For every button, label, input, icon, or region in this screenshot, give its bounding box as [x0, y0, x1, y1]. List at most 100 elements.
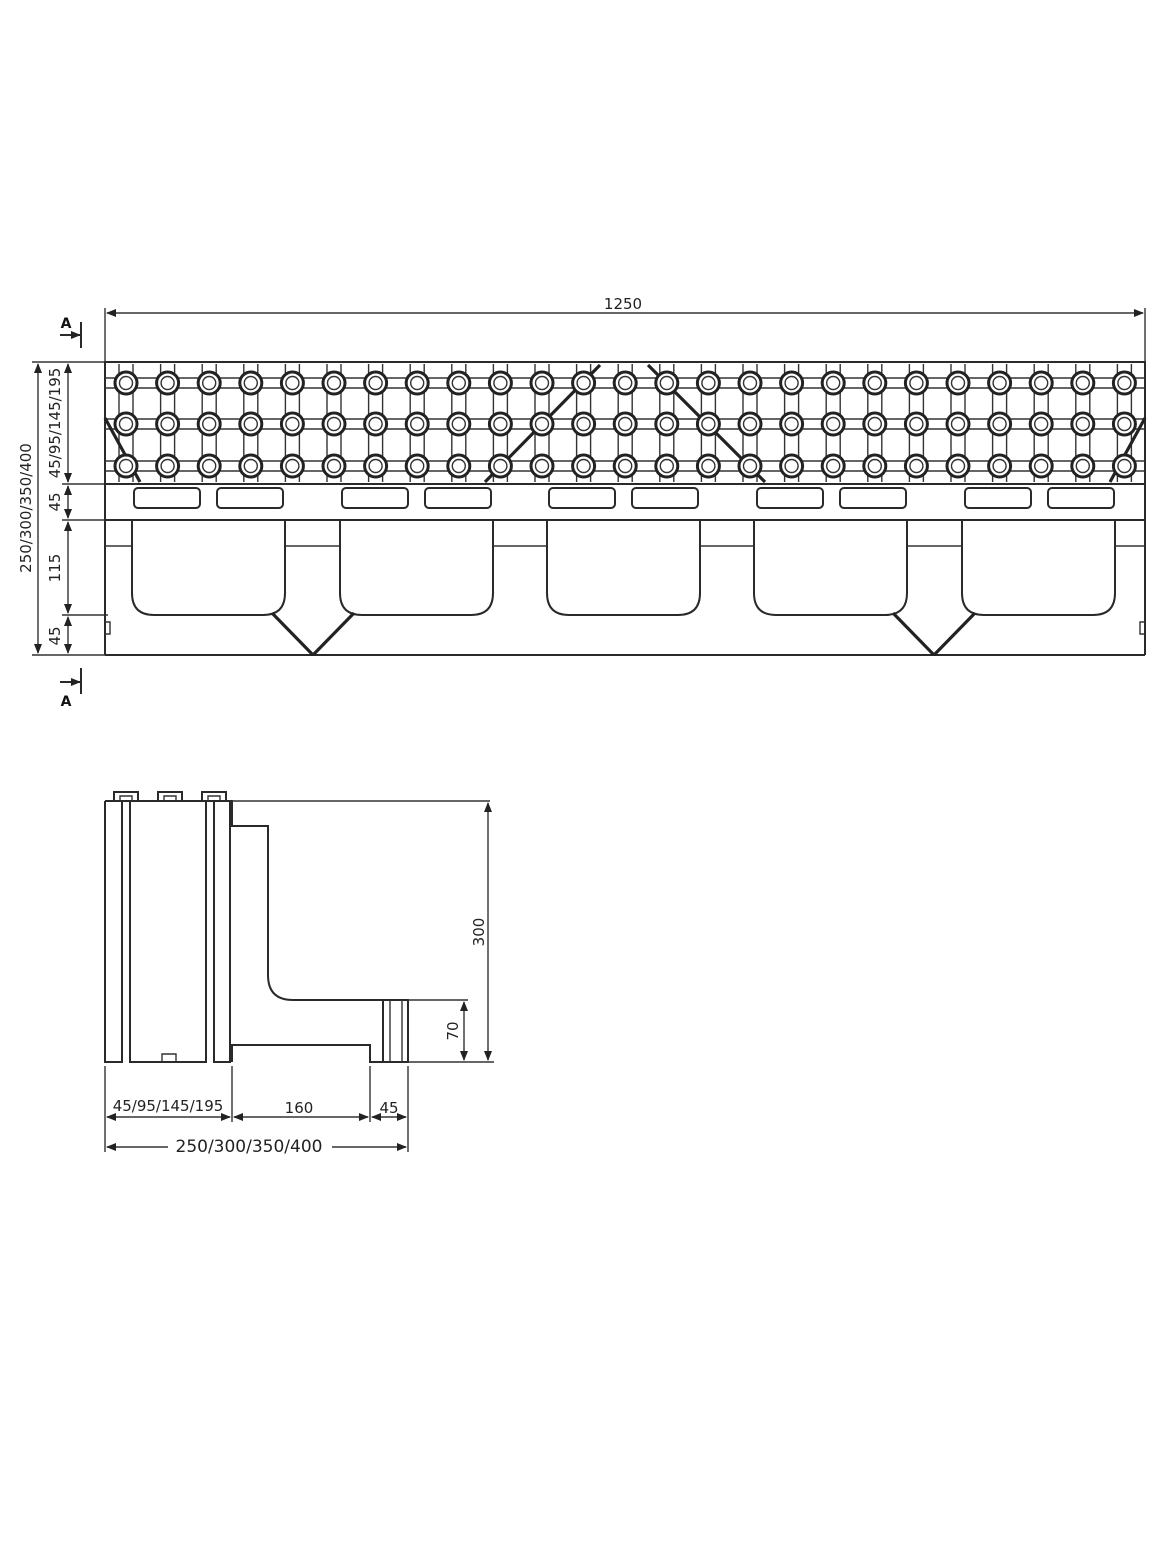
channel-pockets	[131, 520, 1116, 616]
grating-ring-hole	[1033, 375, 1049, 391]
grating-ring-hole	[618, 458, 633, 474]
grating-ring-hole	[368, 375, 383, 391]
grating-ring-hole	[659, 375, 674, 391]
section-height-label: 300	[470, 918, 488, 947]
grating-ring-hole	[618, 375, 633, 391]
channel-pocket	[339, 520, 494, 616]
grating-ring-hole	[1117, 375, 1132, 391]
rail-slot	[756, 487, 824, 509]
grate-height-label: 45/95/145/195	[46, 368, 64, 479]
grating-ring-hole	[909, 375, 924, 391]
grating-ring-hole	[950, 416, 966, 432]
section-letter-bottom: A	[61, 694, 72, 710]
elevation-view: 1250 A A 250/300/350/400 45/95/145/195 4…	[17, 295, 1147, 710]
grating-ring-hole	[1033, 416, 1049, 432]
grating-ring-hole	[576, 375, 591, 391]
grating	[103, 361, 1147, 485]
grate-width-label: 45/95/145/195	[113, 1097, 224, 1115]
rail-slot	[341, 487, 409, 509]
grating-ring-hole	[867, 458, 882, 474]
grating-ring-hole	[493, 375, 508, 391]
grating-ring-hole	[118, 416, 134, 432]
grating-ring-hole	[243, 416, 259, 432]
grating-ring-hole	[243, 458, 259, 474]
section-view: 300 70 45/95/145/195 160 45 250/300/350/…	[104, 791, 494, 1157]
outlet-width-label: 45	[379, 1099, 398, 1117]
grating-ring-hole	[950, 458, 966, 474]
grating-ring-hole	[451, 375, 466, 391]
grating-ring-hole	[243, 375, 259, 391]
grating-ring-hole	[326, 416, 342, 432]
length-dimension: 1250	[104, 295, 1146, 365]
channel-pocket	[131, 520, 286, 616]
grating-ring-hole	[368, 458, 383, 474]
grating-ring-hole	[118, 458, 134, 474]
section-channel-profile	[230, 800, 490, 1063]
grating-ring-hole	[701, 416, 716, 432]
grating-ring-hole	[326, 375, 342, 391]
channel-pocket	[753, 520, 908, 616]
total-height-label: 250/300/350/400	[17, 443, 35, 573]
grating-ring-hole	[1075, 375, 1091, 391]
grating-ring-hole	[326, 458, 342, 474]
rail-slots	[133, 487, 1115, 509]
body-height-label: 115	[46, 554, 64, 583]
grating-ring-hole	[784, 416, 799, 432]
rail-slot	[839, 487, 907, 509]
section-width-dimensions: 45/95/145/195 160 45 250/300/350/400	[104, 1066, 409, 1157]
grating-ring-hole	[826, 416, 841, 432]
grating-ring-hole	[576, 458, 591, 474]
grating-ring-hole	[201, 375, 217, 391]
grating-ring-hole	[534, 416, 550, 432]
rail-slot	[216, 487, 284, 509]
height-dimensions: 250/300/350/400 45/95/145/195 45 115 45	[17, 361, 108, 656]
grating-ring-hole	[576, 416, 591, 432]
grating-rings	[113, 370, 1137, 479]
grating-ring-hole	[1033, 458, 1049, 474]
grating-ring-hole	[285, 375, 300, 391]
grating-ring-hole	[909, 416, 924, 432]
grating-ring-hole	[618, 416, 633, 432]
section-outlet-dimension: 70	[408, 999, 468, 1061]
grating-ring-hole	[410, 375, 425, 391]
grating-ring-hole	[992, 458, 1007, 474]
channel-width-label: 160	[285, 1099, 314, 1117]
channel-pocket	[546, 520, 701, 616]
grating-ring-hole	[1075, 458, 1091, 474]
grating-ring-hole	[410, 458, 425, 474]
rail-slot	[133, 487, 201, 509]
section-marker-top: A	[60, 316, 82, 348]
length-label: 1250	[604, 295, 642, 313]
grating-ring-hole	[285, 458, 300, 474]
grating-ring-hole	[201, 416, 217, 432]
grating-ring-hole	[1117, 458, 1132, 474]
grating-ring-hole	[1075, 416, 1091, 432]
grating-ring-hole	[410, 416, 425, 432]
rail-slot	[1047, 487, 1115, 509]
section-marker-bottom: A	[60, 668, 82, 710]
grating-ring-hole	[992, 416, 1007, 432]
rail-slot	[424, 487, 492, 509]
total-width-label: 250/300/350/400	[176, 1137, 323, 1157]
grating-ring-hole	[534, 458, 550, 474]
grating-ring-hole	[118, 375, 134, 391]
section-letter-top: A	[61, 316, 72, 332]
grating-ring-hole	[493, 458, 508, 474]
outlet-v-notches	[270, 611, 977, 657]
rail-slot	[964, 487, 1032, 509]
grating-ring-hole	[285, 416, 300, 432]
rail-slot	[548, 487, 616, 509]
channel-pocket	[961, 520, 1116, 616]
section-height-dimension: 300	[408, 802, 494, 1063]
grating-ring-hole	[992, 375, 1007, 391]
section-grate-profile	[104, 791, 232, 1063]
grating-ring-hole	[701, 375, 716, 391]
grating-ring-hole	[867, 416, 882, 432]
rail-slot	[631, 487, 699, 509]
grating-ring-hole	[950, 375, 966, 391]
grating-ring-hole	[909, 458, 924, 474]
grating-ring-hole	[534, 375, 550, 391]
grating-ring-hole	[784, 375, 799, 391]
grating-ring-hole	[659, 458, 674, 474]
